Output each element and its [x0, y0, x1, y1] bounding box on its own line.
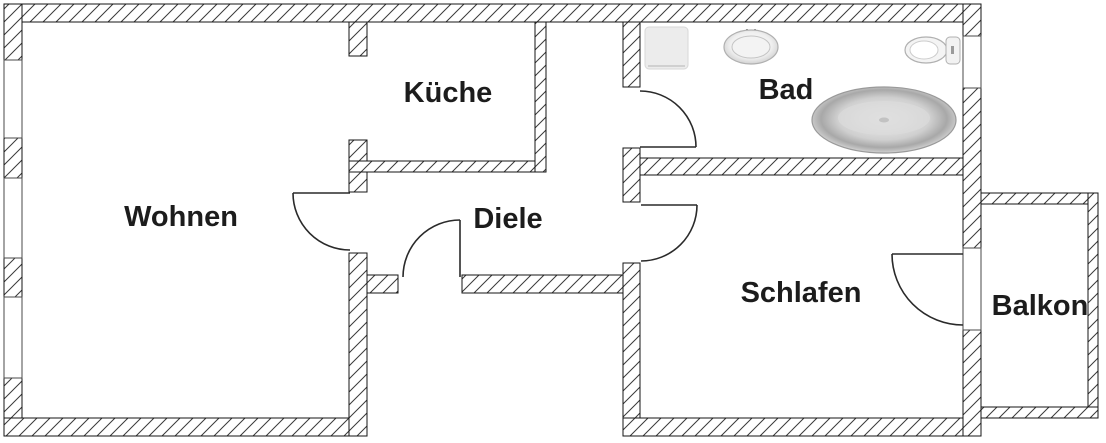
- bathtub-icon: [811, 86, 957, 154]
- wall-segment: [366, 274, 399, 294]
- wall-segment: [962, 3, 982, 37]
- room-labels: Wohnen Küche Diele Bad Schlafen Balkon: [124, 74, 1088, 322]
- balkon-door: [891, 253, 964, 326]
- bad-door: [639, 90, 697, 148]
- bad-fixtures: [644, 26, 961, 154]
- wall-segment: [622, 417, 982, 437]
- diele-entrance-door: [402, 219, 461, 278]
- wall-segment: [348, 252, 368, 437]
- wall-segment: [348, 160, 547, 173]
- toilet-icon: [904, 36, 961, 65]
- door-swing-arc: [891, 253, 964, 326]
- wall-segment: [962, 329, 982, 437]
- wall-segment: [3, 3, 23, 61]
- room-label-kueche: Küche: [404, 77, 493, 109]
- schlafen-door: [640, 204, 698, 262]
- balkon-door-opening: [962, 247, 982, 331]
- door-swing-arc: [639, 90, 697, 148]
- window-bad: [962, 35, 982, 89]
- window-wohnen-1: [3, 59, 23, 139]
- wall-segment: [3, 417, 368, 437]
- wall-segment: [622, 21, 641, 88]
- balcony-railing: [980, 192, 1099, 419]
- wall-segment: [639, 157, 964, 176]
- room-label-balkon: Balkon: [992, 290, 1089, 322]
- wall-segment: [3, 3, 982, 23]
- wall-segment: [622, 147, 641, 203]
- room-label-diele: Diele: [473, 203, 542, 235]
- window-wohnen-3: [3, 296, 23, 379]
- window-wohnen-2: [3, 177, 23, 259]
- wall-segment: [622, 262, 641, 437]
- door-swing-arc: [292, 192, 351, 251]
- wohnen-door: [292, 192, 351, 251]
- wall-segment: [3, 137, 23, 179]
- doors: [292, 90, 964, 326]
- wall-segment: [962, 87, 982, 249]
- room-label-wohnen: Wohnen: [124, 201, 238, 233]
- wall-segment: [348, 21, 368, 57]
- windows: [3, 35, 982, 379]
- walls: [3, 3, 982, 437]
- washing-machine-icon: [644, 26, 689, 70]
- sink-icon: [723, 29, 779, 65]
- room-label-bad: Bad: [759, 74, 814, 106]
- wall-segment: [3, 257, 23, 298]
- wall-segment: [534, 21, 547, 173]
- wall-segment: [461, 274, 624, 294]
- balcony-rail-top: [980, 192, 1099, 205]
- room-label-schlafen: Schlafen: [741, 277, 862, 309]
- door-swing-arc: [640, 204, 698, 262]
- balcony-rail-bottom: [980, 406, 1099, 419]
- balcony-rail-right: [1087, 192, 1099, 419]
- door-swing-arc: [402, 219, 461, 278]
